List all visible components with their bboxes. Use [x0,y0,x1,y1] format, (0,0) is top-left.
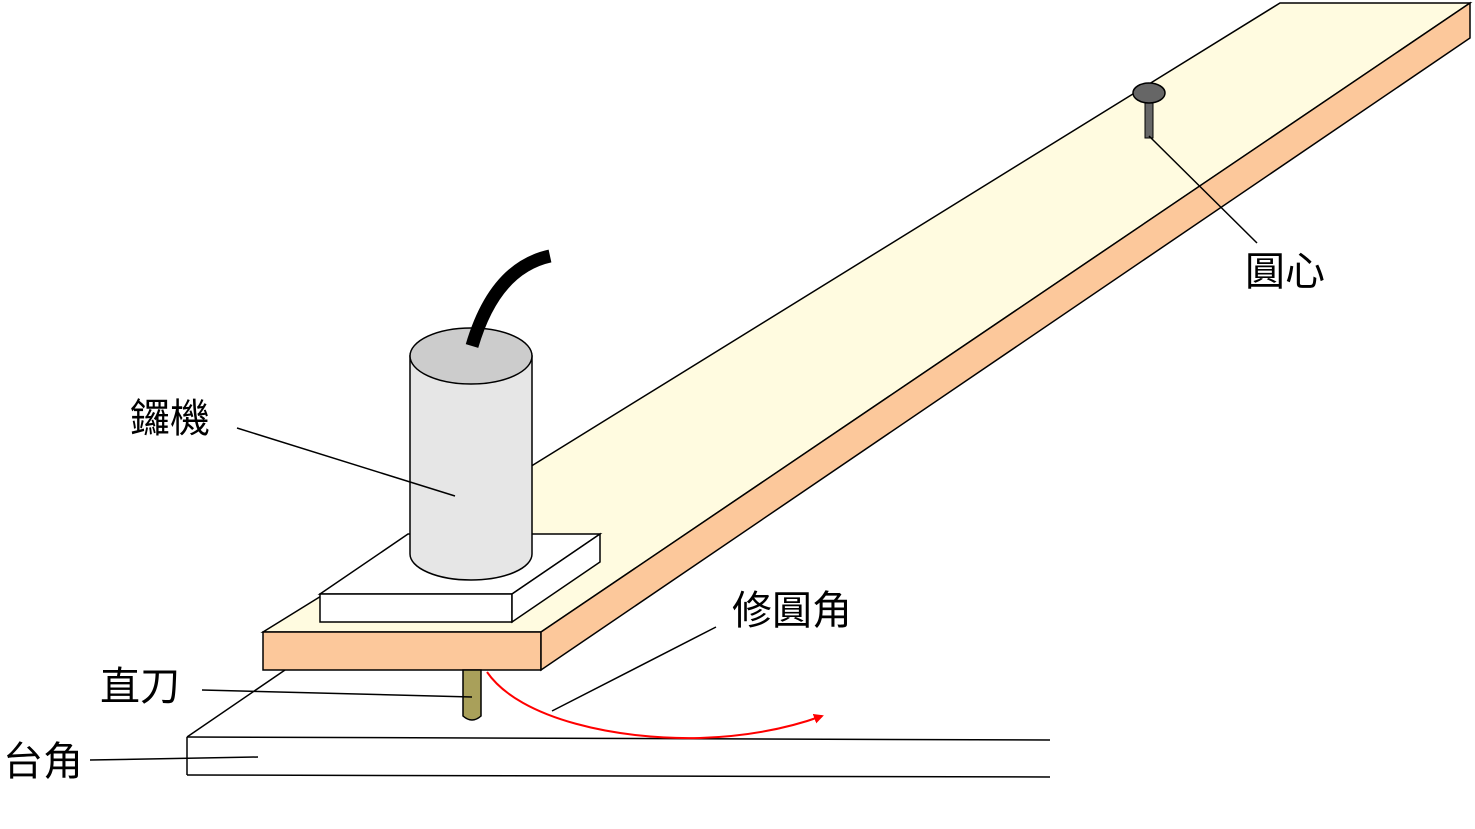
router-base-side [511,532,601,624]
leader-rounding [551,626,717,712]
curved-arrow-icon [486,671,824,740]
table [186,669,1051,778]
table-back-edge [186,669,286,738]
leader-table [89,756,259,761]
leader-center [1148,135,1258,244]
label-center: 圓心 [1245,249,1325,295]
router-body [409,355,533,581]
router-cord [465,249,552,348]
straight-bit [462,669,482,721]
leader-bit [201,689,473,698]
table-top-surface [187,737,1050,775]
label-rounding: 修圓角 [732,588,852,634]
label-straight-bit: 直刀 [100,664,180,710]
router-top [409,327,533,385]
router [409,249,552,581]
nail-icon [1132,82,1166,139]
leader-lines [89,135,1258,761]
table-top-line [186,736,1051,741]
leader-router [236,427,456,497]
router-base-front [319,593,513,623]
label-router: 鑼機 [130,396,210,442]
label-table-corner: 台角 [3,739,83,785]
table-bottom-line [186,774,1051,778]
board-front-edge [262,631,542,671]
trammel-board [260,1,1473,672]
board-side-edge [540,1,1471,672]
